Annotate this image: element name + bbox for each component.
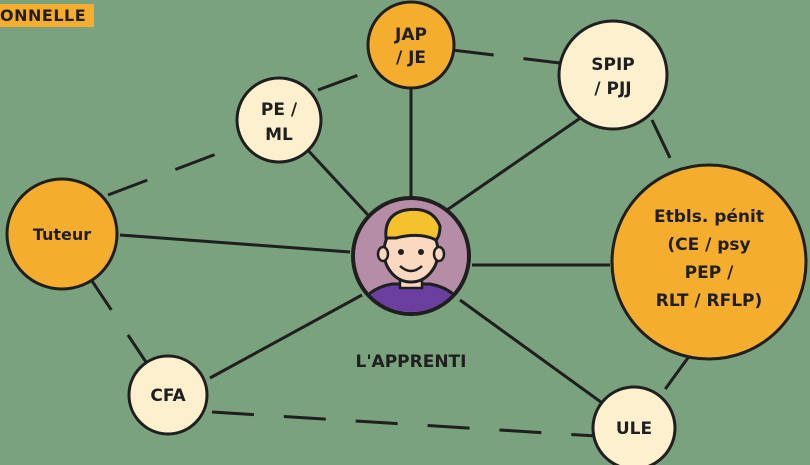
dashed-link-pe-jap	[317, 68, 373, 92]
dashed-link-cfa-ule	[211, 410, 597, 438]
center-label: L'APPRENTI	[356, 352, 467, 372]
node-ule: ULE	[591, 385, 677, 465]
dashed-link-etab-ule	[648, 354, 692, 411]
node-pe-label-2: ML	[265, 125, 293, 145]
dashed-link-tuteur-pe	[107, 143, 241, 197]
dashed-link-tuteur-cfa	[86, 274, 152, 369]
node-ule-label: ULE	[616, 419, 652, 439]
node-cfa-label: CFA	[150, 386, 186, 406]
node-pe: PE / ML	[235, 76, 323, 164]
section-title-banner: ONNELLE	[0, 4, 95, 27]
spoke-to-cfa	[209, 293, 363, 380]
young-person-avatar-icon	[356, 207, 466, 312]
node-etab-label-4: RLT / RFLP)	[656, 291, 763, 311]
node-tuteur: Tuteur	[5, 177, 119, 291]
center-node-apprenti: L'APPRENTI	[351, 196, 471, 372]
node-etbls-penit: Etbls. pénit (CE / psy PEP / RLT / RFLP)	[610, 163, 808, 361]
node-spip-label-2: / PJJ	[594, 79, 631, 99]
node-jap-label-1: JAP	[394, 25, 427, 45]
node-tuteur-label: Tuteur	[33, 225, 91, 244]
spoke-to-tuteur	[119, 233, 351, 254]
spoke-to-spip	[446, 108, 593, 212]
spoke-to-pe	[303, 145, 370, 217]
node-jap-label-2: / JE	[396, 48, 426, 68]
node-cfa: CFA	[127, 354, 209, 436]
node-etab-label-3: PEP /	[685, 263, 734, 283]
node-jap: JAP / JE	[366, 0, 456, 90]
node-pe-label-1: PE /	[261, 100, 298, 120]
node-spip-label-1: SPIP	[591, 55, 635, 75]
node-etab-label-1: Etbls. pénit	[654, 207, 764, 227]
spoke-to-ule	[459, 298, 606, 407]
node-spip: SPIP / PJJ	[557, 19, 669, 131]
dashed-link-jap-spip	[451, 48, 569, 66]
node-etab-label-2: (CE / psy	[667, 235, 750, 255]
